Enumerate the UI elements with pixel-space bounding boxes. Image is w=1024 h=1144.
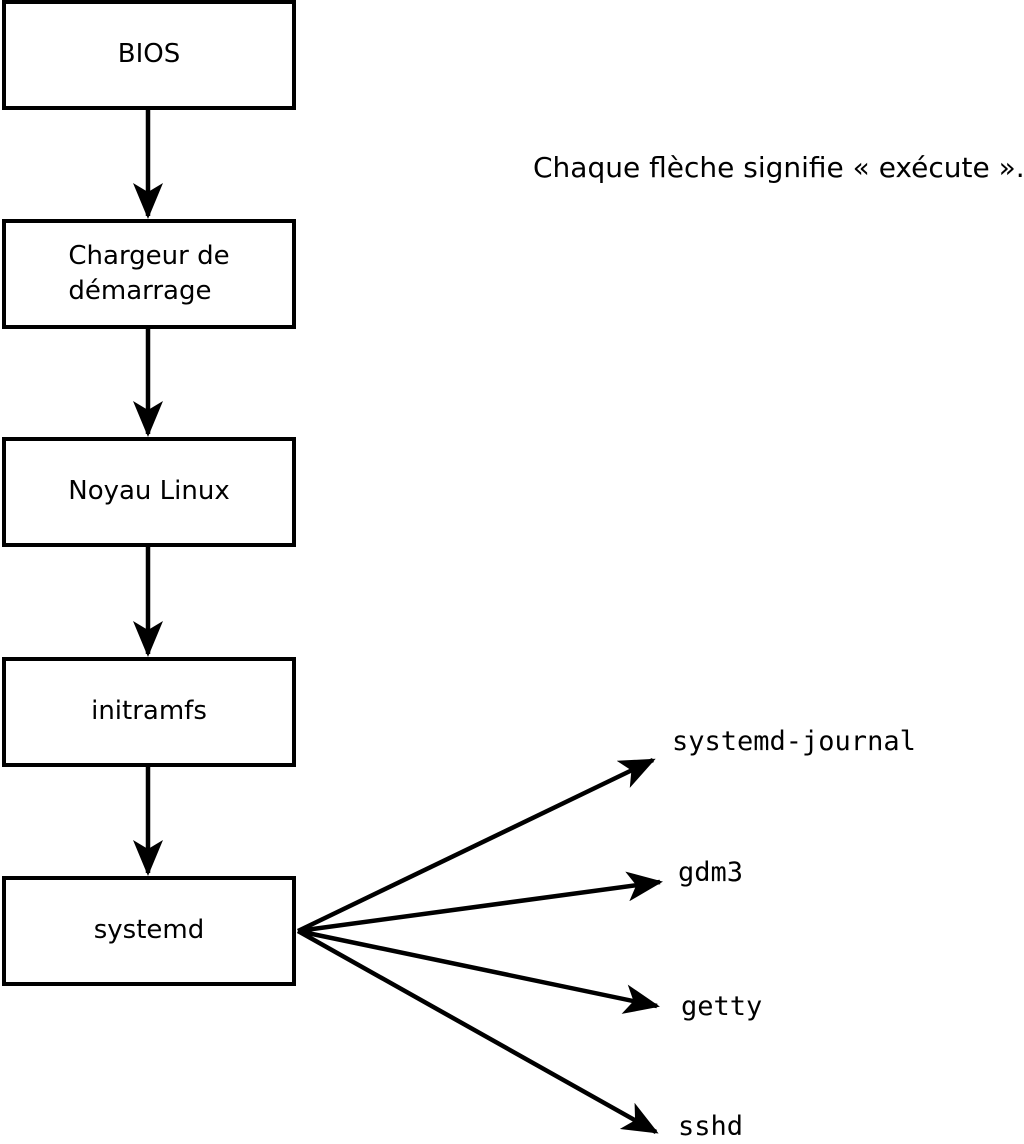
node-initramfs-label: initramfs [91, 696, 207, 727]
process-label-gdm3: gdm3 [678, 857, 744, 888]
process-label-sshd: sshd [678, 1111, 744, 1142]
process-label-systemd-journal: systemd-journal [672, 726, 916, 757]
node-systemd-label: systemd [93, 915, 205, 946]
node-bios-label: BIOS [117, 39, 181, 70]
node-systemd: systemd [2, 876, 296, 986]
node-initramfs: initramfs [2, 657, 296, 767]
arrow-systemd-to-getty [297, 928, 660, 1014]
node-bootloader: Chargeur de démarrage [2, 219, 296, 329]
annotation-text: Chaque flèche signifie « exécute ». [533, 151, 1024, 184]
node-kernel-label: Noyau Linux [68, 476, 230, 507]
process-label-getty: getty [681, 991, 763, 1022]
node-bios: BIOS [2, 0, 296, 110]
node-bootloader-label: Chargeur de démarrage [68, 240, 230, 306]
arrow-systemd-to-gdm3 [297, 871, 663, 934]
arrow-systemd-to-sshd [296, 929, 659, 1134]
node-kernel: Noyau Linux [2, 437, 296, 547]
arrow-systemd-to-systemd-journal [297, 757, 656, 934]
